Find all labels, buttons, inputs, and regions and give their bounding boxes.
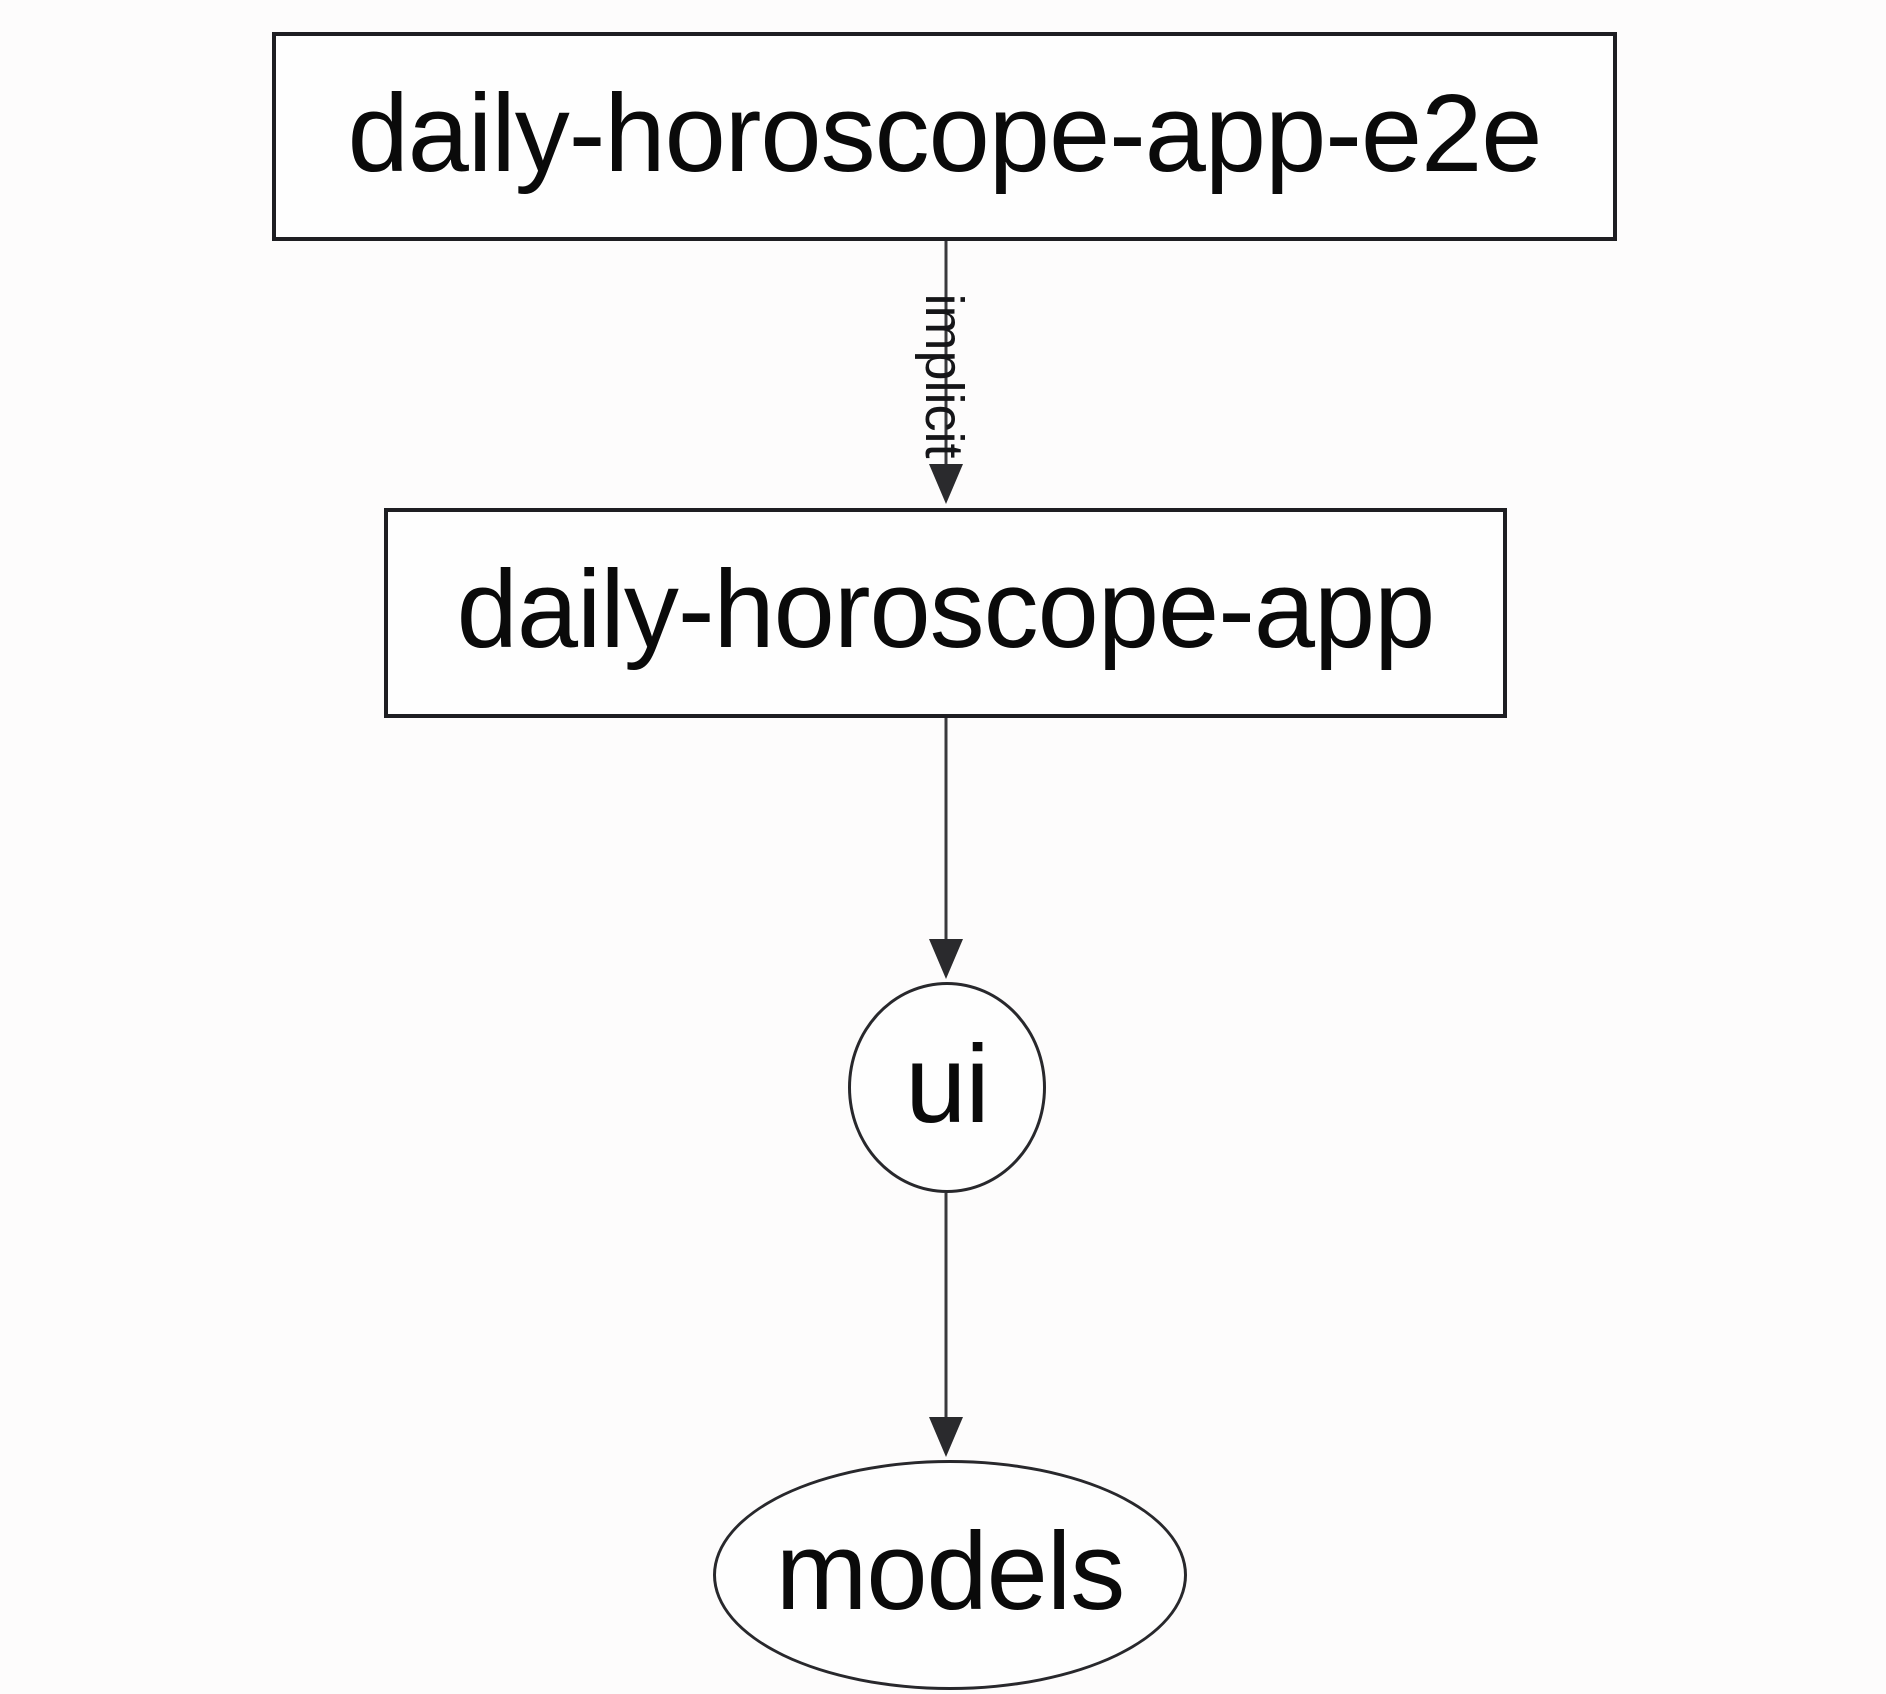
arrowhead-e2e-to-app (929, 464, 963, 504)
edge-label-implicit: implicit (914, 293, 974, 459)
node-label-daily-horoscope-app-e2e: daily-horoscope-app-e2e (347, 71, 1543, 195)
arrowhead-ui-to-models (929, 1417, 963, 1457)
node-daily-horoscope-app[interactable]: daily-horoscope-app (384, 508, 1507, 718)
node-daily-horoscope-app-e2e[interactable]: daily-horoscope-app-e2e (272, 32, 1617, 241)
node-ui[interactable]: ui (848, 982, 1046, 1193)
node-label-ui: ui (905, 1022, 990, 1146)
node-models[interactable]: models (713, 1460, 1187, 1690)
node-label-daily-horoscope-app: daily-horoscope-app (456, 548, 1436, 671)
node-label-models: models (775, 1510, 1126, 1633)
arrowhead-app-to-ui (929, 939, 963, 979)
